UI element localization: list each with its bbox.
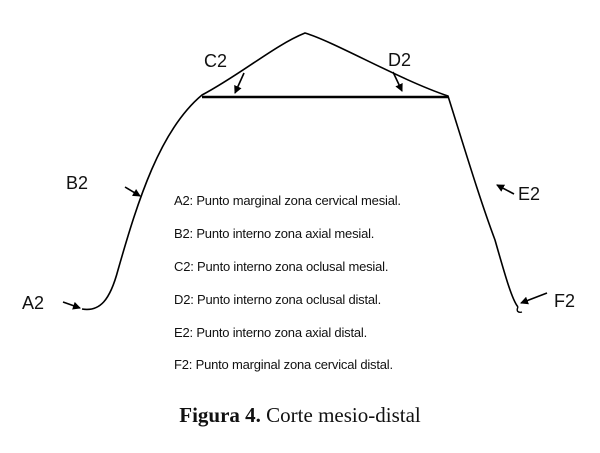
a2-arrow: [62, 301, 81, 310]
legend-a2: A2: Punto marginal zona cervical mesial.: [174, 193, 401, 208]
f2-arrow: [520, 292, 548, 305]
label-a2: A2: [22, 293, 44, 313]
figure-caption: Figura 4. Corte mesio-distal: [0, 403, 600, 428]
tooth-outline: [81, 32, 519, 311]
label-b2: B2: [66, 173, 88, 193]
legend-f2: F2: Punto marginal zona cervical distal.: [174, 357, 393, 372]
b2-arrow: [124, 186, 141, 197]
label-c2: C2: [204, 51, 227, 71]
legend-e2: E2: Punto interno zona axial distal.: [174, 325, 367, 340]
d2-arrow: [392, 71, 403, 92]
legend-b2: B2: Punto interno zona axial mesial.: [174, 226, 375, 241]
figure-title: Corte mesio-distal: [266, 403, 421, 427]
e2-arrow: [496, 184, 515, 195]
label-f2: F2: [554, 291, 575, 311]
cervical-curl: [516, 306, 523, 313]
figure-number: Figura 4.: [179, 403, 261, 427]
c2-arrow: [234, 72, 245, 94]
label-e2: E2: [518, 184, 540, 204]
legend-d2: D2: Punto interno zona oclusal distal.: [174, 292, 382, 307]
legend-c2: C2: Punto interno zona oclusal mesial.: [174, 259, 389, 274]
label-d2: D2: [388, 50, 411, 70]
